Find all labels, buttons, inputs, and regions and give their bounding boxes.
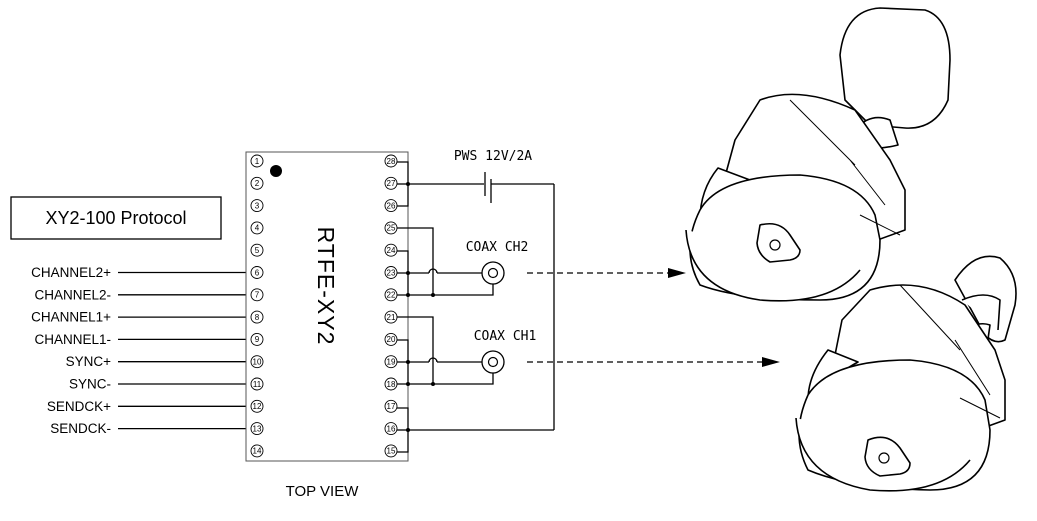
protocol-label: XY2-100 Protocol (45, 208, 186, 228)
coax-ch1-label: COAX CH1 (474, 329, 537, 344)
coax-ch2-label: COAX CH2 (466, 240, 529, 255)
pin-circle-left (250, 221, 264, 235)
pin-circle-right (384, 444, 398, 458)
chip-name: RTFE-XY2 (313, 227, 339, 346)
coax-ch2-wiring (397, 227, 686, 297)
pin-number: 10 (253, 358, 262, 367)
pin-number: 2 (255, 179, 260, 188)
power-label: PWS 12V/2A (454, 149, 532, 164)
pin-number: 13 (253, 424, 262, 433)
pin-circle-left (250, 422, 264, 436)
signal-label: CHANNEL1- (34, 332, 111, 347)
pin-number: 20 (387, 335, 396, 344)
pin-number: 5 (255, 246, 260, 255)
pin-number: 12 (253, 402, 262, 411)
pin-number: 15 (387, 447, 396, 456)
signal-lines: CHANNEL2+ CHANNEL2- CHANNEL1+ CHANNEL1- SYNC… (31, 265, 251, 436)
pin-number: 23 (387, 268, 396, 277)
pin-number: 26 (387, 201, 396, 210)
pin-circle-left (250, 310, 264, 324)
power-wiring (397, 161, 555, 453)
pin-circle-right (384, 154, 398, 168)
pin-circle-left (250, 332, 264, 346)
top-view-label: TOP VIEW (286, 483, 360, 500)
pin-circle-left (250, 399, 264, 413)
chip-body (245, 151, 409, 462)
pin-number: 16 (387, 424, 396, 433)
pin-number: 14 (253, 447, 262, 456)
pin-number: 22 (387, 291, 396, 300)
pin-number: 3 (255, 201, 260, 210)
signal-label: CHANNEL1+ (31, 310, 111, 325)
pin-circle-left (250, 288, 264, 302)
pin-circle-right (384, 243, 398, 257)
pin-number: 6 (255, 268, 260, 277)
signal-label: SYNC- (69, 377, 111, 392)
signal-label: SENDCK- (50, 421, 111, 436)
pin-circle-left (250, 154, 264, 168)
pin-circle-left (250, 176, 264, 190)
pin-number: 28 (387, 157, 396, 166)
pin-number: 27 (387, 179, 396, 188)
pin-number: 8 (255, 313, 260, 322)
signal-label: CHANNEL2- (34, 287, 111, 302)
pin-number: 21 (387, 313, 396, 322)
pin-circle-left (250, 199, 264, 213)
right-pin-column: 28 27 26 25 24 23 22 21 20 19 18 17 16 15 (384, 154, 398, 458)
signal-label: SENDCK+ (47, 399, 111, 414)
coax-ch1-wiring (397, 316, 780, 386)
scan-head-ch1-image (795, 255, 1017, 492)
pin-circle-left (250, 355, 264, 369)
pin-number: 19 (387, 358, 396, 367)
pin-circle-right (384, 176, 398, 190)
protocol-box (10, 196, 222, 240)
pin-number: 17 (387, 402, 396, 411)
pin-circle-left (250, 444, 264, 458)
pin-number: 24 (387, 246, 396, 255)
pin-number: 11 (253, 380, 262, 389)
pin-circle-left (250, 266, 264, 279)
pin-number: 18 (387, 380, 396, 389)
pin-circle-left (250, 377, 264, 391)
pin1-marker-dot (270, 165, 282, 177)
signal-label: CHANNEL2+ (31, 265, 111, 280)
pin-number: 1 (255, 157, 260, 166)
signal-label: SYNC+ (66, 354, 112, 369)
pin-number: 4 (255, 224, 260, 233)
pin-circle-left (250, 243, 264, 257)
pin-number: 25 (387, 224, 396, 233)
pin-circle-right (384, 399, 398, 413)
pin-number: 9 (255, 335, 260, 344)
pin-circle-right (384, 422, 398, 436)
pin-number: 7 (255, 291, 260, 300)
scan-head-ch2-image (685, 7, 951, 302)
